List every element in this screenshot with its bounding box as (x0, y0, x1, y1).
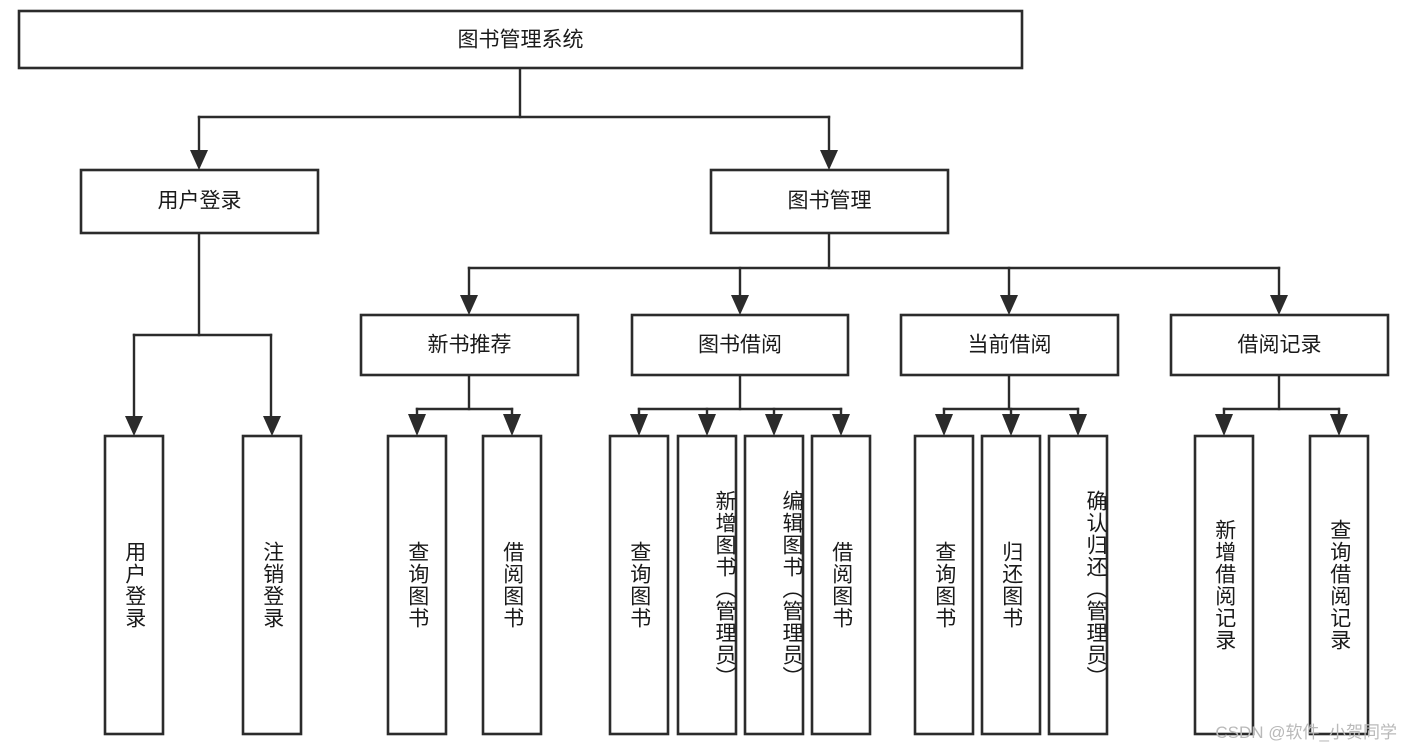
node-leaf-borrow-book-recommend-rect[interactable] (481, 434, 543, 736)
csdn-watermark: CSDN @软件_小贺同学 (1215, 723, 1397, 742)
node-current-borrow-label: 当前借阅 (968, 334, 1052, 357)
node-leaf-add-book-rect[interactable] (676, 434, 738, 736)
node-leaf-return-book-rect[interactable] (980, 434, 1042, 736)
connector-layer (125, 66, 1348, 436)
node-root[interactable]: 图书管理系统 (17, 9, 1024, 70)
node-book-management-rect[interactable] (709, 168, 950, 235)
node-book-borrow[interactable]: 图书借阅 (630, 313, 850, 377)
arrow-head-leaf-return-book (1002, 414, 1020, 436)
arrow-head-leaf-add-book (698, 414, 716, 436)
arrow-head-leaf-query-book-recommend (408, 414, 426, 436)
arrow-head-leaf-add-borrow-record (1215, 414, 1233, 436)
leaf-rect-layer (103, 434, 1370, 736)
arrow-head-leaf-edit-book (765, 414, 783, 436)
arrow-head-book-management (820, 150, 838, 170)
node-new-book-recommend[interactable]: 新书推荐 (359, 313, 580, 377)
node-user-login[interactable]: 用户登录 (79, 168, 320, 235)
arrow-head-leaf-user-logout (263, 416, 281, 436)
node-leaf-add-borrow-record-rect[interactable] (1193, 434, 1255, 736)
node-leaf-user-login-rect[interactable] (103, 434, 165, 736)
node-book-management-label: 图书管理 (788, 190, 872, 213)
arrow-head-book-borrow (731, 295, 749, 315)
arrow-head-leaf-borrow-book (832, 414, 850, 436)
node-leaf-query-book-current-rect[interactable] (913, 434, 975, 736)
node-current-borrow[interactable]: 当前借阅 (899, 313, 1120, 377)
node-book-borrow-rect[interactable] (630, 313, 850, 377)
node-book-borrow-label: 图书借阅 (698, 334, 782, 357)
arrow-head-new-book-recommend (460, 295, 478, 315)
arrow-head-leaf-user-login (125, 416, 143, 436)
node-leaf-query-book-recommend-rect[interactable] (386, 434, 448, 736)
node-root-rect[interactable] (17, 9, 1024, 70)
arrow-head-leaf-borrow-book-recommend (503, 414, 521, 436)
node-new-book-recommend-rect[interactable] (359, 313, 580, 377)
arrow-head-leaf-query-book-current (935, 414, 953, 436)
node-leaf-confirm-return-rect[interactable] (1047, 434, 1109, 736)
node-user-login-label: 用户登录 (158, 190, 242, 213)
node-user-login-rect[interactable] (79, 168, 320, 235)
node-leaf-edit-book-rect[interactable] (743, 434, 805, 736)
node-leaf-user-logout-rect[interactable] (241, 434, 303, 736)
arrow-head-current-borrow (1000, 295, 1018, 315)
arrow-head-borrow-record (1270, 295, 1288, 315)
node-book-management[interactable]: 图书管理 (709, 168, 950, 235)
node-current-borrow-rect[interactable] (899, 313, 1120, 377)
node-borrow-record-rect[interactable] (1169, 313, 1390, 377)
node-leaf-query-book-borrow-rect[interactable] (608, 434, 670, 736)
node-root-label: 图书管理系统 (458, 29, 584, 52)
arrow-head-leaf-query-borrow-record (1330, 414, 1348, 436)
node-new-book-recommend-label: 新书推荐 (428, 334, 512, 357)
node-borrow-record[interactable]: 借阅记录 (1169, 313, 1390, 377)
arrow-head-leaf-confirm-return (1069, 414, 1087, 436)
node-borrow-record-label: 借阅记录 (1238, 334, 1322, 357)
arrow-head-leaf-query-book-borrow (630, 414, 648, 436)
node-leaf-query-borrow-record-rect[interactable] (1308, 434, 1370, 736)
node-leaf-borrow-book-rect[interactable] (810, 434, 872, 736)
arrow-head-user-login (190, 150, 208, 170)
